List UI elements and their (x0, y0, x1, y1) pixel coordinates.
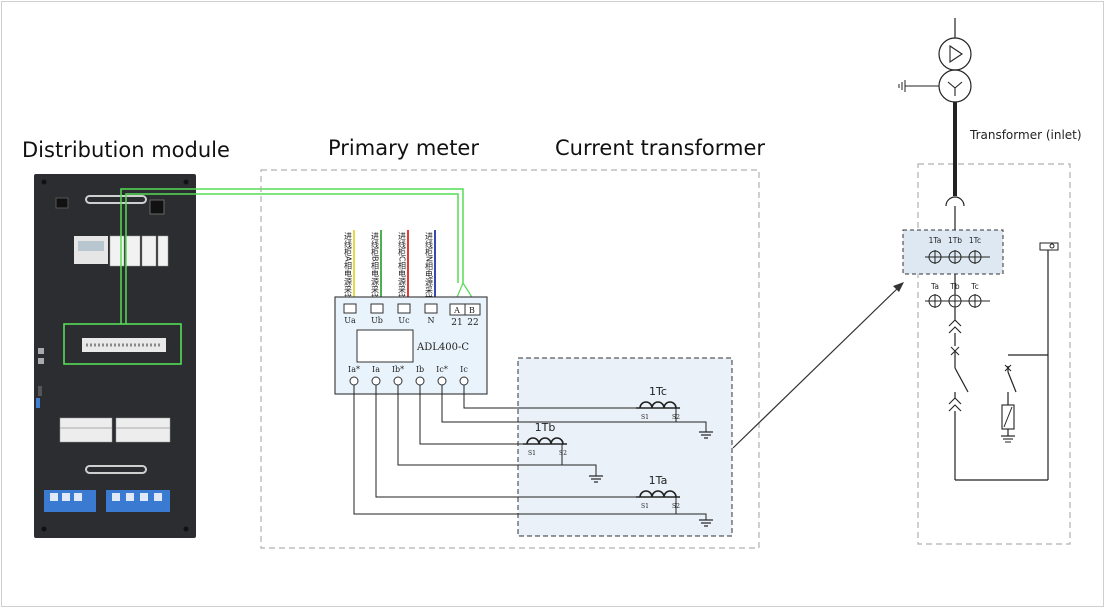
terminal-b-label: B (469, 306, 475, 315)
terminal-ic-star-label: Ic* (436, 365, 448, 374)
ct-group-1tb-label: 1Tb (948, 236, 962, 245)
phase-b-sampling-label: 进线柜B相电源采样 (371, 232, 380, 303)
meter-display (356, 329, 414, 363)
ct-1tb-s1: S1 (528, 450, 536, 457)
ct-group-tc-label: Tc (970, 282, 978, 291)
breaker-row-top (74, 235, 169, 267)
protection-ct-row (925, 242, 1059, 481)
ct-group-1ta-label: 1Ta (929, 236, 942, 245)
ct-1tb-label: 1Tb (535, 421, 556, 434)
transformer-primary-winding (938, 37, 972, 71)
terminal-ib-star-label: Ib* (392, 365, 404, 374)
terminal-21-label: 21 (451, 318, 462, 328)
ct-1ta-s1: S1 (641, 503, 649, 510)
ct-group-tb-label: Tb (949, 282, 960, 291)
ct-1tc-label: 1Tc (649, 385, 667, 398)
terminal-ub-label: Ub (371, 316, 383, 325)
phase-c-sampling-label: 进线柜C相电源采样 (398, 232, 407, 303)
terminal-ia-star-label: Ia* (348, 365, 360, 374)
transformer-secondary-winding (938, 69, 972, 103)
neutral-sampling-label: 进线柜N相电源采样 (425, 232, 434, 303)
primary-meter-heading: Primary meter (328, 136, 479, 160)
terminal-22-label: 22 (467, 318, 478, 328)
bottom-handle (85, 465, 147, 474)
ct-1ta-label: 1Ta (649, 474, 668, 487)
terminal-a-label: A (453, 306, 460, 315)
adl400-meter: 进线柜A相电源采样进线柜B相电源采样进线柜C相电源采样进线柜N相电源采样 Ua … (334, 230, 488, 395)
ct-group-1tc-label: 1Tc (969, 236, 981, 245)
distribution-module-heading: Distribution module (22, 138, 230, 162)
phase-a-sampling-label: 进线柜A相电源采样 (344, 232, 353, 303)
breaker-switch (954, 367, 969, 393)
cable-head-symbol (945, 196, 965, 207)
terminal-highlight-box (63, 323, 182, 365)
terminal-uc-label: Uc (398, 316, 410, 325)
ct-1tb-symbol (523, 437, 567, 465)
top-handle (85, 195, 147, 204)
transformer-single-line (898, 18, 972, 232)
ct-box (517, 357, 733, 537)
cabinet-body (34, 174, 196, 538)
terminal-ia-label: Ia (372, 365, 380, 374)
meter-group-box (260, 169, 760, 549)
terminal-ib-label: Ib (416, 365, 424, 374)
ct-1tc-symbol (636, 401, 680, 422)
terminal-ic-label: Ic (460, 365, 468, 374)
ct-1ta-symbol (636, 490, 680, 514)
terminal-n-label: N (428, 316, 435, 325)
terminal-ua-label: Ua (344, 316, 356, 325)
current-transformer-heading: Current transformer (555, 136, 766, 160)
ct-1ta-s2: S2 (672, 503, 680, 510)
ct-group-ta-label: Ta (930, 282, 939, 291)
meter-model-label: ADL400-C (416, 342, 469, 353)
ct-1tc-s1: S1 (641, 414, 649, 421)
ct-1tc-s2: S2 (672, 414, 680, 421)
rs485-wire-a (120, 188, 464, 324)
ct-group-box (902, 229, 1004, 275)
ct-link-arrow (732, 285, 901, 449)
ct-1tb-s2: S2 (559, 450, 567, 457)
transformer-inlet-label: Transformer (inlet) (970, 128, 1082, 142)
rs485-wire-b (125, 193, 459, 324)
distribution-cabinet (34, 174, 196, 538)
blue-terminal-blocks (44, 490, 170, 512)
breaker-row-bottom (59, 417, 171, 443)
ct-ground-symbols (589, 431, 713, 527)
transformer-group-box (917, 163, 1071, 545)
